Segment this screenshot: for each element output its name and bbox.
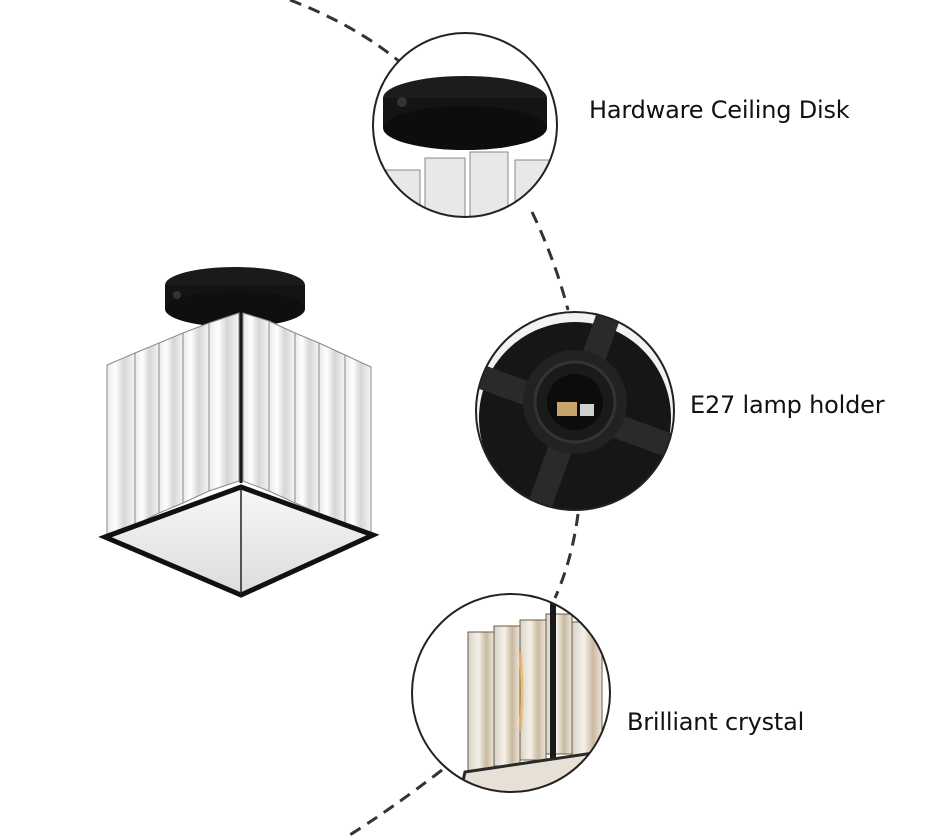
callout-label-ceiling-disk: Hardware Ceiling Disk	[589, 96, 850, 124]
crystal-ceiling-lamp-icon	[98, 267, 380, 598]
e27-socket-closeup-icon	[475, 311, 675, 511]
crystal-prisms-closeup-icon	[411, 593, 611, 793]
ceiling-disk-closeup-icon	[372, 32, 558, 218]
callout-label-lamp-holder: E27 lamp holder	[690, 391, 885, 419]
callout-label-crystal: Brilliant crystal	[627, 708, 805, 736]
